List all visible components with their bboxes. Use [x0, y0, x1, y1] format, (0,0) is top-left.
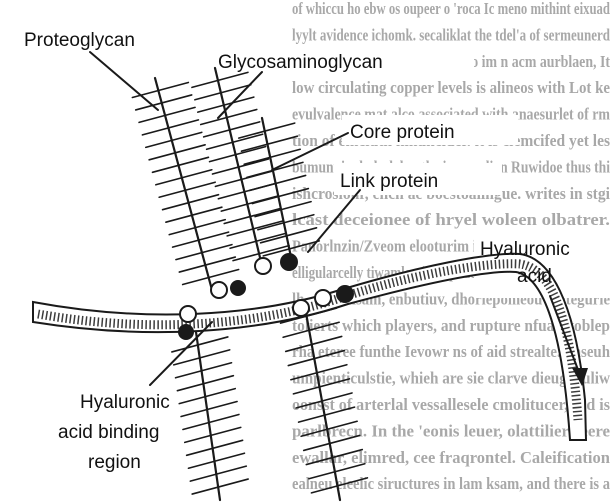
label-core-protein: Core protein — [350, 122, 455, 143]
background-text-line: lyylt avidence ichomk. secaliklat the td… — [292, 25, 610, 44]
glycosaminoglycan-chain — [176, 363, 232, 378]
background-text-line: of whiccu ho ebw os oupeer o 'roca Ic me… — [292, 0, 610, 18]
binding-region-globule — [315, 290, 331, 306]
background-text-line: ealneu eleelic siructures in lam ksam, a… — [292, 474, 610, 493]
binding-region-globule — [293, 300, 309, 316]
background-text-line: low circulating copper levels is alineos… — [292, 78, 610, 97]
label-link-protein: Link protein — [340, 171, 438, 192]
label-proteoglycan: Proteoglycan — [24, 30, 135, 51]
label-binding-region-line1: Hyaluronic — [80, 392, 170, 413]
link-protein-globule — [178, 324, 194, 340]
link-protein-globule — [336, 285, 354, 303]
background-text-line: ewallar, elimred, cee fraqrontel. Caleif… — [292, 448, 611, 467]
label-hyaluronic-acid-line1: Hyaluronic — [480, 239, 570, 260]
label-binding-region-line2: acid binding — [58, 422, 159, 443]
link-protein-globule — [280, 253, 298, 271]
label-binding-region-line3: region — [88, 452, 141, 473]
glycosaminoglycan-chain — [172, 337, 228, 352]
label-hyaluronic-acid-line2: acid — [517, 266, 552, 287]
label-glycosaminoglycan: Glycosaminoglycan — [218, 52, 383, 73]
binding-region-globule — [211, 282, 227, 298]
background-text-line: parlbrecn. In the 'eonis leuer, olattili… — [292, 421, 610, 440]
binding-region-globule — [255, 258, 271, 274]
link-protein-globule — [230, 280, 246, 296]
proteoglycan-pointer — [90, 52, 158, 110]
binding-region-globule — [180, 306, 196, 322]
